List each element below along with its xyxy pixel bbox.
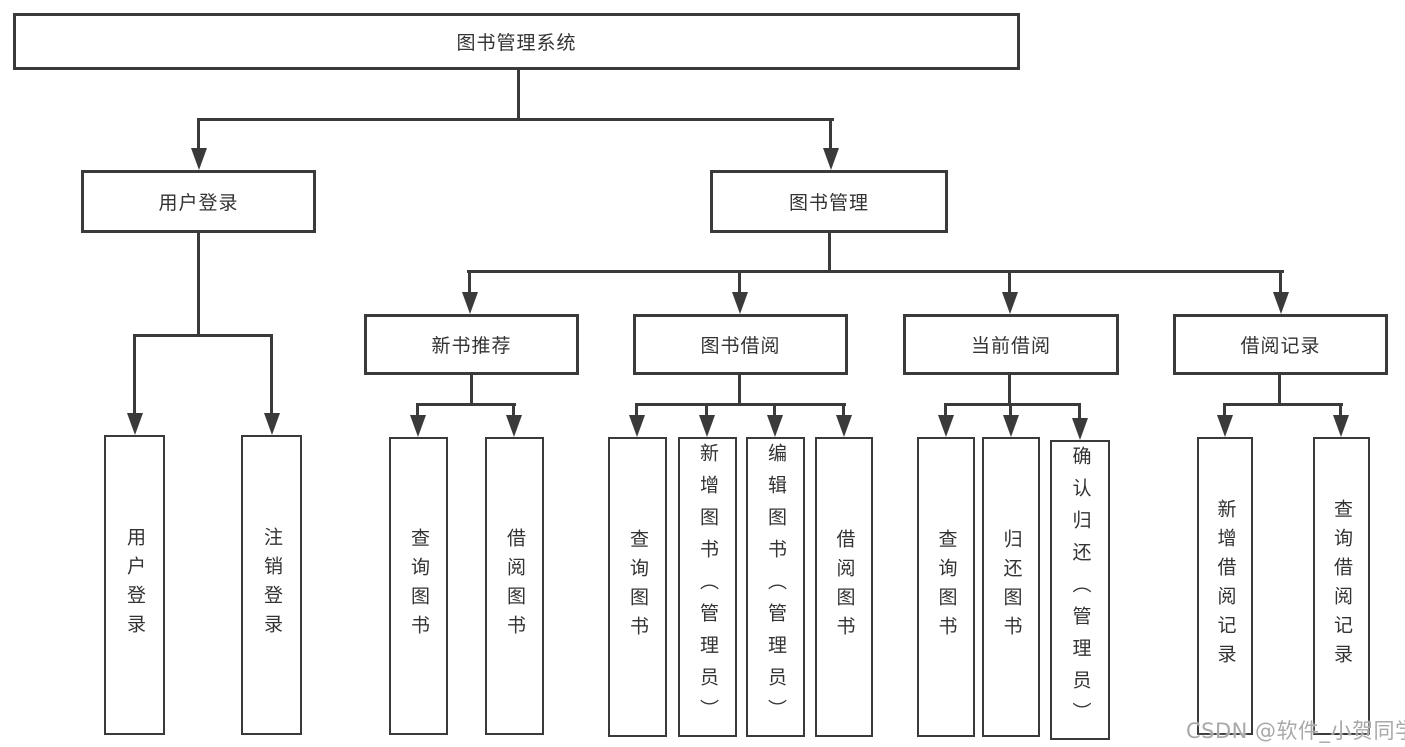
leaf-add-books-admin: 新增图书（管理员） bbox=[678, 437, 737, 737]
arrow-down-icon bbox=[506, 415, 522, 437]
csdn-watermark: CSDN @软件_小贺同学 bbox=[1186, 719, 1405, 743]
arrow-down-icon bbox=[1273, 292, 1289, 314]
connector-line bbox=[738, 270, 741, 294]
node-label: 新增借阅记录 bbox=[1214, 499, 1237, 673]
node-label: 查询图书 bbox=[408, 528, 430, 644]
arrow-down-icon bbox=[462, 292, 478, 314]
arrow-down-icon bbox=[127, 413, 143, 435]
arrow-down-icon bbox=[836, 415, 852, 437]
arrow-down-icon bbox=[767, 415, 783, 437]
connector-line bbox=[1009, 403, 1012, 417]
connector-line bbox=[517, 70, 520, 119]
node-label: 借阅图书 bbox=[833, 529, 856, 645]
connector-line bbox=[133, 334, 136, 415]
node-label: 借阅记录 bbox=[1240, 335, 1321, 357]
connector-line bbox=[1339, 403, 1342, 417]
node-label: 新书推荐 bbox=[431, 335, 512, 357]
node-label: 编辑图书（管理员） bbox=[765, 443, 787, 731]
leaf-query-borrow-record: 查询借阅记录 bbox=[1313, 437, 1370, 735]
connector-line bbox=[944, 403, 1081, 406]
connector-line bbox=[635, 403, 846, 406]
connector-line bbox=[467, 270, 1284, 273]
leaf-query-books: 查询图书 bbox=[917, 437, 975, 737]
node-label: 归还图书 bbox=[1000, 529, 1023, 645]
node-label: 当前借阅 bbox=[970, 335, 1051, 357]
connector-line bbox=[1278, 375, 1281, 405]
connector-line bbox=[197, 233, 200, 336]
node-current-borrow: 当前借阅 bbox=[903, 314, 1119, 375]
node-user-login: 用户登录 bbox=[81, 170, 316, 233]
connector-line bbox=[829, 118, 832, 150]
node-label: 用户登录 bbox=[124, 527, 146, 643]
leaf-query-books: 查询图书 bbox=[608, 437, 667, 737]
connector-line bbox=[512, 403, 515, 417]
connector-line bbox=[773, 403, 776, 417]
leaf-borrow-books: 借阅图书 bbox=[815, 437, 873, 737]
node-label: 查询图书 bbox=[935, 529, 958, 645]
connector-line bbox=[416, 403, 516, 406]
leaf-return-books: 归还图书 bbox=[982, 437, 1040, 737]
connector-line bbox=[1078, 403, 1081, 419]
arrow-down-icon bbox=[1002, 292, 1018, 314]
leaf-logout: 注销登录 bbox=[241, 435, 302, 735]
connector-line bbox=[1008, 270, 1011, 294]
connector-line bbox=[470, 375, 473, 405]
node-label: 查询图书 bbox=[627, 529, 649, 645]
leaf-edit-books-admin: 编辑图书（管理员） bbox=[746, 437, 805, 737]
connector-line bbox=[270, 334, 273, 415]
arrow-down-icon bbox=[823, 148, 839, 170]
node-label: 查询借阅记录 bbox=[1331, 499, 1353, 673]
leaf-query-books: 查询图书 bbox=[389, 437, 448, 735]
arrow-down-icon bbox=[732, 292, 748, 314]
connector-line bbox=[705, 403, 708, 417]
node-borrow-records: 借阅记录 bbox=[1173, 314, 1388, 375]
node-label: 确认归还（管理员） bbox=[1069, 446, 1092, 734]
leaf-add-borrow-record: 新增借阅记录 bbox=[1197, 437, 1253, 735]
arrow-down-icon bbox=[264, 413, 280, 435]
connector-line bbox=[416, 403, 419, 417]
arrow-down-icon bbox=[938, 415, 954, 437]
node-label: 用户登录 bbox=[158, 192, 239, 214]
arrow-down-icon bbox=[629, 415, 645, 437]
arrow-down-icon bbox=[1072, 418, 1088, 440]
connector-line bbox=[1223, 403, 1343, 406]
node-book-borrow: 图书借阅 bbox=[633, 314, 848, 375]
node-root-system: 图书管理系统 bbox=[13, 13, 1020, 70]
connector-line bbox=[944, 403, 947, 417]
node-label: 图书管理 bbox=[788, 192, 869, 214]
node-book-management: 图书管理 bbox=[710, 170, 948, 233]
connector-line bbox=[133, 334, 273, 337]
arrow-down-icon bbox=[1333, 415, 1349, 437]
node-label: 图书管理系统 bbox=[456, 32, 577, 54]
connector-line bbox=[1279, 270, 1282, 294]
connector-line bbox=[1223, 403, 1226, 417]
node-label: 新增图书（管理员） bbox=[697, 443, 719, 731]
leaf-confirm-return-admin: 确认归还（管理员） bbox=[1050, 440, 1110, 740]
node-label: 借阅图书 bbox=[504, 528, 526, 644]
arrow-down-icon bbox=[1217, 415, 1233, 437]
connector-line bbox=[197, 118, 834, 121]
connector-line bbox=[738, 375, 741, 405]
connector-line bbox=[468, 270, 471, 294]
arrow-down-icon bbox=[410, 415, 426, 437]
node-label: 注销登录 bbox=[261, 527, 283, 643]
arrow-down-icon bbox=[191, 148, 207, 170]
leaf-borrow-books: 借阅图书 bbox=[485, 437, 544, 735]
node-new-book-recommend: 新书推荐 bbox=[364, 314, 579, 375]
node-label: 图书借阅 bbox=[700, 335, 781, 357]
connector-line bbox=[197, 118, 200, 150]
arrow-down-icon bbox=[699, 415, 715, 437]
connector-line bbox=[1008, 375, 1011, 405]
connector-line bbox=[828, 233, 831, 272]
leaf-user-login: 用户登录 bbox=[104, 435, 165, 735]
connector-line bbox=[842, 403, 845, 417]
connector-line bbox=[635, 403, 638, 417]
arrow-down-icon bbox=[1003, 415, 1019, 437]
